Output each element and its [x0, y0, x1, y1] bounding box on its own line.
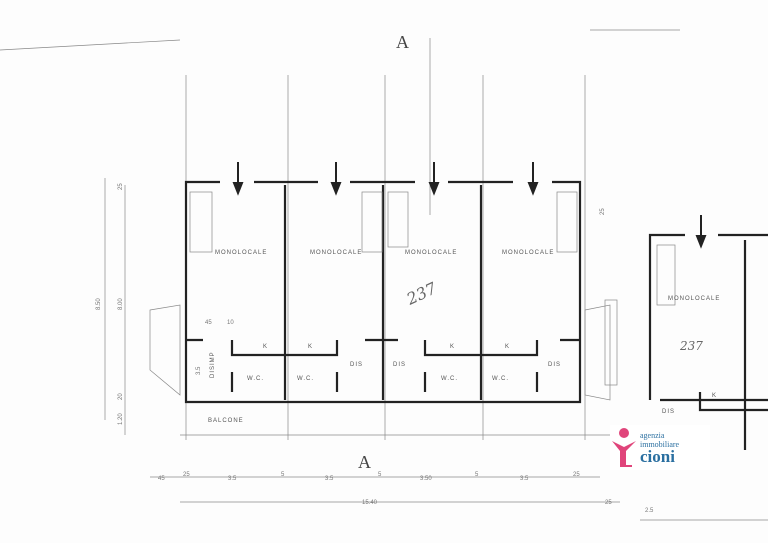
section-marker-bottom: A [358, 452, 371, 472]
room-label: MONOLOCALE [215, 250, 267, 256]
dimensions: 8.50 8.00 25 20 1.20 25 45 10 3.5 45 25 … [96, 183, 654, 514]
svg-text:5: 5 [475, 472, 479, 478]
room-label: W.C. [492, 376, 509, 382]
room-label: W.C. [297, 376, 314, 382]
svg-text:45: 45 [158, 476, 165, 482]
svg-text:25: 25 [118, 183, 124, 190]
room-label: MONOLOCALE [502, 250, 554, 256]
room-label: W.C. [441, 376, 458, 382]
svg-text:10: 10 [227, 320, 234, 326]
svg-text:8.00: 8.00 [118, 298, 124, 310]
svg-text:3.5: 3.5 [325, 476, 334, 482]
svg-text:3.5: 3.5 [196, 366, 202, 375]
svg-text:8.50: 8.50 [96, 298, 102, 310]
room-label: DISIMP [210, 351, 216, 378]
svg-text:25: 25 [600, 208, 606, 215]
room-label: MONOLOCALE [405, 250, 457, 256]
svg-text:5: 5 [378, 472, 382, 478]
room-label: K [505, 344, 510, 350]
balcony-label: BALCONE [208, 418, 244, 424]
room-label: DIS [662, 409, 675, 415]
stairs [149, 191, 676, 401]
svg-text:45: 45 [205, 320, 212, 326]
room-label: MONOLOCALE [310, 250, 362, 256]
svg-text:3.5: 3.5 [520, 476, 529, 482]
logo-line-3: cioni [640, 447, 675, 466]
room-label: W.C. [247, 376, 264, 382]
room-label: K [263, 344, 268, 350]
svg-text:3.50: 3.50 [420, 476, 432, 482]
svg-text:25: 25 [573, 472, 580, 478]
walls [184, 180, 768, 450]
entry-arrows [232, 162, 707, 249]
room-label: K [308, 344, 313, 350]
logo-figure-icon [612, 428, 636, 467]
agency-logo: agenzia immobiliare cioni [610, 425, 710, 470]
svg-text:5: 5 [281, 472, 285, 478]
room-label: K [712, 393, 717, 399]
svg-text:20: 20 [118, 393, 124, 400]
room-label: K [450, 344, 455, 350]
svg-text:3.5: 3.5 [228, 476, 237, 482]
svg-text:1.20: 1.20 [118, 413, 124, 425]
svg-text:15.40: 15.40 [362, 500, 378, 506]
section-marker-top: A [396, 32, 409, 52]
logo-line-2: immobiliare [640, 440, 680, 449]
room-label: DIS [350, 362, 363, 368]
handwritten-number: 237 [679, 339, 703, 353]
logo-line-1: agenzia [640, 431, 665, 440]
handwritten-number: 237 [403, 278, 440, 309]
room-label: DIS [548, 362, 561, 368]
room-label: DIS [393, 362, 406, 368]
svg-text:25: 25 [605, 500, 612, 506]
svg-text:25: 25 [183, 472, 190, 478]
svg-text:2.5: 2.5 [645, 508, 654, 514]
room-label: MONOLOCALE [668, 296, 720, 302]
